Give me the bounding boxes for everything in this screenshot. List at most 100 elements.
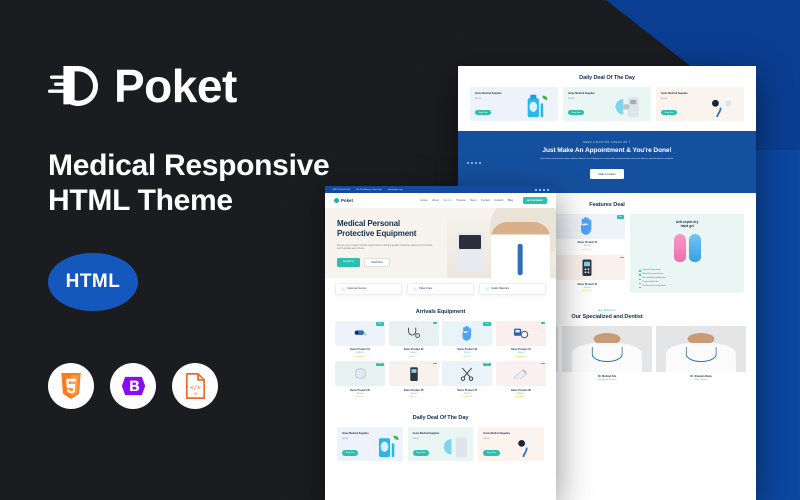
topbar-address: 145 Park Avenue, New York <box>355 188 382 191</box>
html5-icon <box>48 362 94 409</box>
nav-item-blog[interactable]: Blog <box>507 199 514 202</box>
hero-buttons: Contact Us Read More <box>337 257 556 268</box>
nav-item-about[interactable]: About <box>431 199 439 202</box>
product-card[interactable]: Demo Product 06 $55.00 ★★★☆☆ <box>388 361 439 399</box>
product-card[interactable]: Demo Product 04 $89.00 ★★★★★ <box>495 320 546 358</box>
deal-shop-now-button[interactable]: Shop Now <box>568 109 585 116</box>
cta-eyebrow: NEED A DOCTOR CHECK UP ? <box>583 142 631 144</box>
product-rating: ★★★★☆ <box>354 396 366 399</box>
product-card[interactable]: New Demo Product 05 $19.00 ★★★★☆ <box>335 361 386 399</box>
product-rating: ★★★★☆ <box>461 355 473 358</box>
headline-line-2: HTML Theme <box>48 184 233 218</box>
product-name: Demo Product 01 <box>350 348 370 352</box>
deal-price: $30.00 <box>412 437 419 440</box>
syringe-icon <box>513 368 528 379</box>
nav-item-column[interactable]: Column <box>494 199 504 202</box>
product-thumb: New <box>442 361 493 387</box>
product-card[interactable]: Demo Product 08 $15.00 ★★★★☆ <box>495 361 546 399</box>
feature-item-quality-materials[interactable]: Quality Materials <box>479 283 546 295</box>
deal-price: $30.00 <box>568 97 575 100</box>
product-thumb <box>549 255 626 281</box>
deal-card[interactable]: Home Medical Supplies $30.00 Shop Now <box>470 87 558 121</box>
product-name: Demo Product 04 <box>577 282 598 286</box>
product-price: $45.00 <box>410 352 417 355</box>
promo-panel[interactable]: Anti-septic dry hand gel Surgical Instru… <box>630 213 744 294</box>
heart-icon <box>413 287 417 291</box>
cta-title: Just Make An Appointment & You're Done! <box>542 147 672 154</box>
hero-contact-button[interactable]: Contact Us <box>337 257 361 268</box>
back-daily-deal-title: Daily Deal Of The Day <box>579 75 635 81</box>
feature-item-customer-service[interactable]: Customer Service <box>335 283 402 295</box>
product-card[interactable]: New Demo Product 01 $39.00 ★★★★★ <box>335 320 386 358</box>
product-badge <box>540 322 545 324</box>
nav-item-contact[interactable]: Contact <box>480 199 490 202</box>
deal-card[interactable]: Home Medical Supplies $30.00 Shop Now <box>656 87 744 121</box>
hero-read-more-button[interactable]: Read More <box>364 257 390 268</box>
social-icons[interactable] <box>535 188 549 191</box>
doctor-card[interactable]: Dr. Mofizul Tek Emergency Services <box>562 326 652 381</box>
navbar-logo[interactable]: Poket <box>334 198 353 203</box>
product-name: Demo Product 04 <box>511 348 531 352</box>
doctors-title: Our Specialized and Dentist <box>571 314 643 321</box>
theme-screenshot-primary[interactable]: +880 1234 567 890 145 Park Avenue, New Y… <box>325 186 556 500</box>
page-title: Medical Responsive HTML Theme <box>48 148 378 219</box>
product-thumb: New <box>549 213 626 239</box>
product-badge <box>433 362 438 365</box>
back-appointment-cta: NEED A DOCTOR CHECK UP ? Just Make An Ap… <box>458 131 756 193</box>
product-price: $19.00 <box>356 392 364 395</box>
product-price: $24.00 <box>464 392 471 395</box>
deal-card[interactable]: Home Medical Supplies $30.00 Shop Now <box>563 87 651 121</box>
product-name: Demo Product 05 <box>350 388 370 392</box>
product-card[interactable]: Demo Product 04 $55.00 ★★★☆☆ <box>549 255 626 293</box>
promo-title-line-2: hand gel <box>680 224 694 229</box>
product-rating: ★★★☆☆ <box>408 396 420 399</box>
appointment-button[interactable]: APPOINTMENT <box>523 197 547 204</box>
doctors-eyebrow: Our Doctors <box>598 310 616 313</box>
nav-item-team[interactable]: Team <box>470 199 477 202</box>
nav-item-preview[interactable]: Preview <box>456 199 466 202</box>
deal-card[interactable]: Home Medical Supplies $30.00 Shop Now <box>478 427 545 462</box>
nav-item-home[interactable]: Home <box>420 199 428 202</box>
product-card[interactable]: New Demo Product 07 $24.00 ★★★★★ <box>442 361 493 398</box>
deal-shop-now-button[interactable]: Shop Now <box>483 450 500 456</box>
product-price: $39.00 <box>356 352 364 355</box>
product-price: $29.00 <box>464 352 471 355</box>
cta-make-a-contact-button[interactable]: Make A Contact <box>589 169 625 180</box>
topbar-phone[interactable]: +880 1234 567 890 <box>332 188 350 191</box>
product-rating: ★★★☆☆ <box>582 248 593 251</box>
product-badge <box>619 256 624 259</box>
promo-bullets: Surgical Instruments Blood Pressure Moni… <box>635 269 739 289</box>
glove-icon <box>581 217 592 236</box>
product-card[interactable]: New Demo Product 02 $29.00 ★★★☆☆ <box>549 213 626 252</box>
deal-card[interactable]: Home Medical Supplies $30.00 Shop Now <box>337 427 403 462</box>
product-card[interactable]: New Demo Product 03 $29.00 ★★★★☆ <box>442 320 493 358</box>
ultrasound-machine-icon <box>456 231 485 273</box>
nebulizer-icon <box>444 437 468 458</box>
product-badge <box>433 322 438 324</box>
navbar-menu: Home About Service Preview Team Contact … <box>421 199 514 202</box>
product-badge: New <box>376 322 384 326</box>
brand-lockup: Poket <box>48 62 378 110</box>
promo-bullet: Blood Pressure Monitor <box>639 273 739 276</box>
svg-text:</>: </> <box>190 384 201 391</box>
deal-shop-now-button[interactable]: Shop Now <box>661 109 678 116</box>
deal-shop-now-button[interactable]: Shop Now <box>412 450 429 456</box>
deal-shop-now-button[interactable]: Shop Now <box>475 109 492 116</box>
deal-price: $30.00 <box>475 97 482 100</box>
topbar-email[interactable]: info@poket.com <box>387 188 403 191</box>
deal-card[interactable]: Home Medical Supplies $30.00 Shop Now <box>407 427 474 462</box>
doctor-card[interactable]: Dr. Shamim Rana Brain Disorder <box>656 326 746 381</box>
product-price: $15.00 <box>517 392 525 395</box>
doctor-role: Brain Disorder <box>694 379 708 382</box>
product-rating: ★★★★☆ <box>515 396 527 399</box>
product-price: $55.00 <box>410 392 417 395</box>
scissors-icon <box>461 367 474 381</box>
deal-kicker: Home Medical Supplies <box>342 432 369 436</box>
product-price: $29.00 <box>584 245 591 248</box>
nav-item-service[interactable]: Service <box>443 199 452 202</box>
feature-item-patient-care[interactable]: Patient Care <box>407 283 474 295</box>
product-card[interactable]: Demo Product 02 $45.00 ★★★☆☆ <box>388 320 439 358</box>
deal-shop-now-button[interactable]: Shop Now <box>342 450 359 456</box>
product-name: Demo Product 02 <box>403 348 424 352</box>
product-badge: New <box>376 362 384 367</box>
